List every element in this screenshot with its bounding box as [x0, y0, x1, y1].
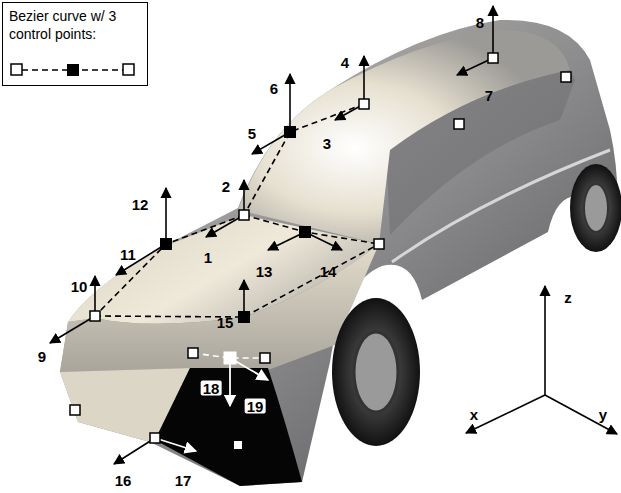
callout-number: 7: [485, 88, 493, 103]
callout-number: 19: [245, 399, 266, 414]
legend-box: Bezier curve w/ 3 control points:: [2, 2, 148, 86]
callout-number: 15: [217, 315, 234, 330]
callout-number: 16: [115, 473, 132, 488]
callout-number: 3: [323, 136, 331, 151]
callout-number: 17: [175, 473, 192, 488]
callout-number: 14: [320, 264, 337, 279]
callout-number: x: [470, 407, 478, 422]
callout-number: 9: [38, 349, 46, 364]
callout-number: 11: [120, 247, 136, 262]
callout-number: 12: [132, 197, 149, 212]
callout-number: y: [599, 407, 607, 422]
callout-number: 5: [248, 126, 256, 141]
callout-number: 13: [256, 264, 273, 279]
callout-number: 1: [204, 250, 212, 265]
legend-sample: [7, 61, 137, 79]
callout-number: 4: [341, 55, 349, 70]
callout-number: 6: [270, 81, 278, 96]
callout-number: z: [564, 290, 572, 305]
callout-number: 8: [476, 15, 484, 30]
legend-text: Bezier curve w/ 3 control points:: [9, 7, 143, 43]
callout-number: 18: [201, 381, 222, 396]
callout-number: 10: [71, 279, 88, 294]
callout-number: 2: [222, 179, 230, 194]
